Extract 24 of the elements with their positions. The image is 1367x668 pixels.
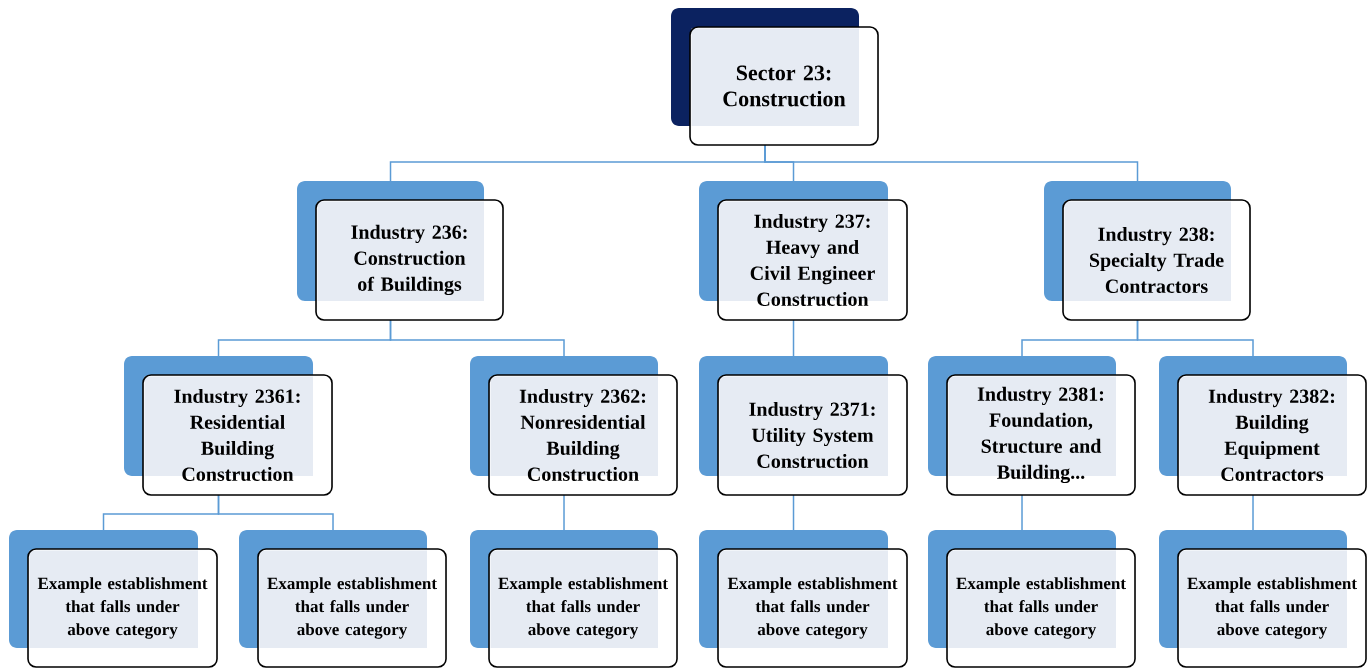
connector-line (792, 319, 795, 357)
connector-line (1136, 319, 1254, 357)
connector-line (563, 494, 565, 531)
category-box: Example establishment that falls under above category (928, 530, 1136, 668)
category-box: Example establishment that falls under above category (1159, 530, 1367, 668)
category-box: Industry 237: Heavy and Civil Engineer Construction (699, 181, 908, 321)
category-box: Example establishment that falls under above category (699, 530, 908, 668)
category-box: Industry 236: Construction of Buildings (297, 181, 504, 321)
category-box: Sector 23: Construction (671, 8, 879, 146)
category-box: Industry 2362: Nonresidential Building Construction (470, 356, 678, 496)
category-box: Industry 2371: Utility System Construction (699, 356, 908, 496)
connector-line (764, 144, 1139, 182)
category-box: Example establishment that falls under above category (239, 530, 447, 668)
connector-line (389, 319, 565, 357)
connector-line (217, 494, 334, 531)
category-box: Example establishment that falls under above category (470, 530, 678, 668)
connector-line (1252, 494, 1254, 531)
category-box: Industry 2381: Foundation, Structure and Building... (928, 356, 1136, 496)
connector-line (1021, 494, 1023, 531)
category-box: Industry 238: Specialty Trade Contractors (1044, 181, 1251, 321)
category-box: Industry 2361: Residential Building Construction (124, 356, 333, 496)
connector-line (792, 494, 795, 531)
category-box: Example establishment that falls under above category (9, 530, 218, 668)
category-box: Industry 2382: Building Equipment Contractors (1159, 356, 1367, 496)
